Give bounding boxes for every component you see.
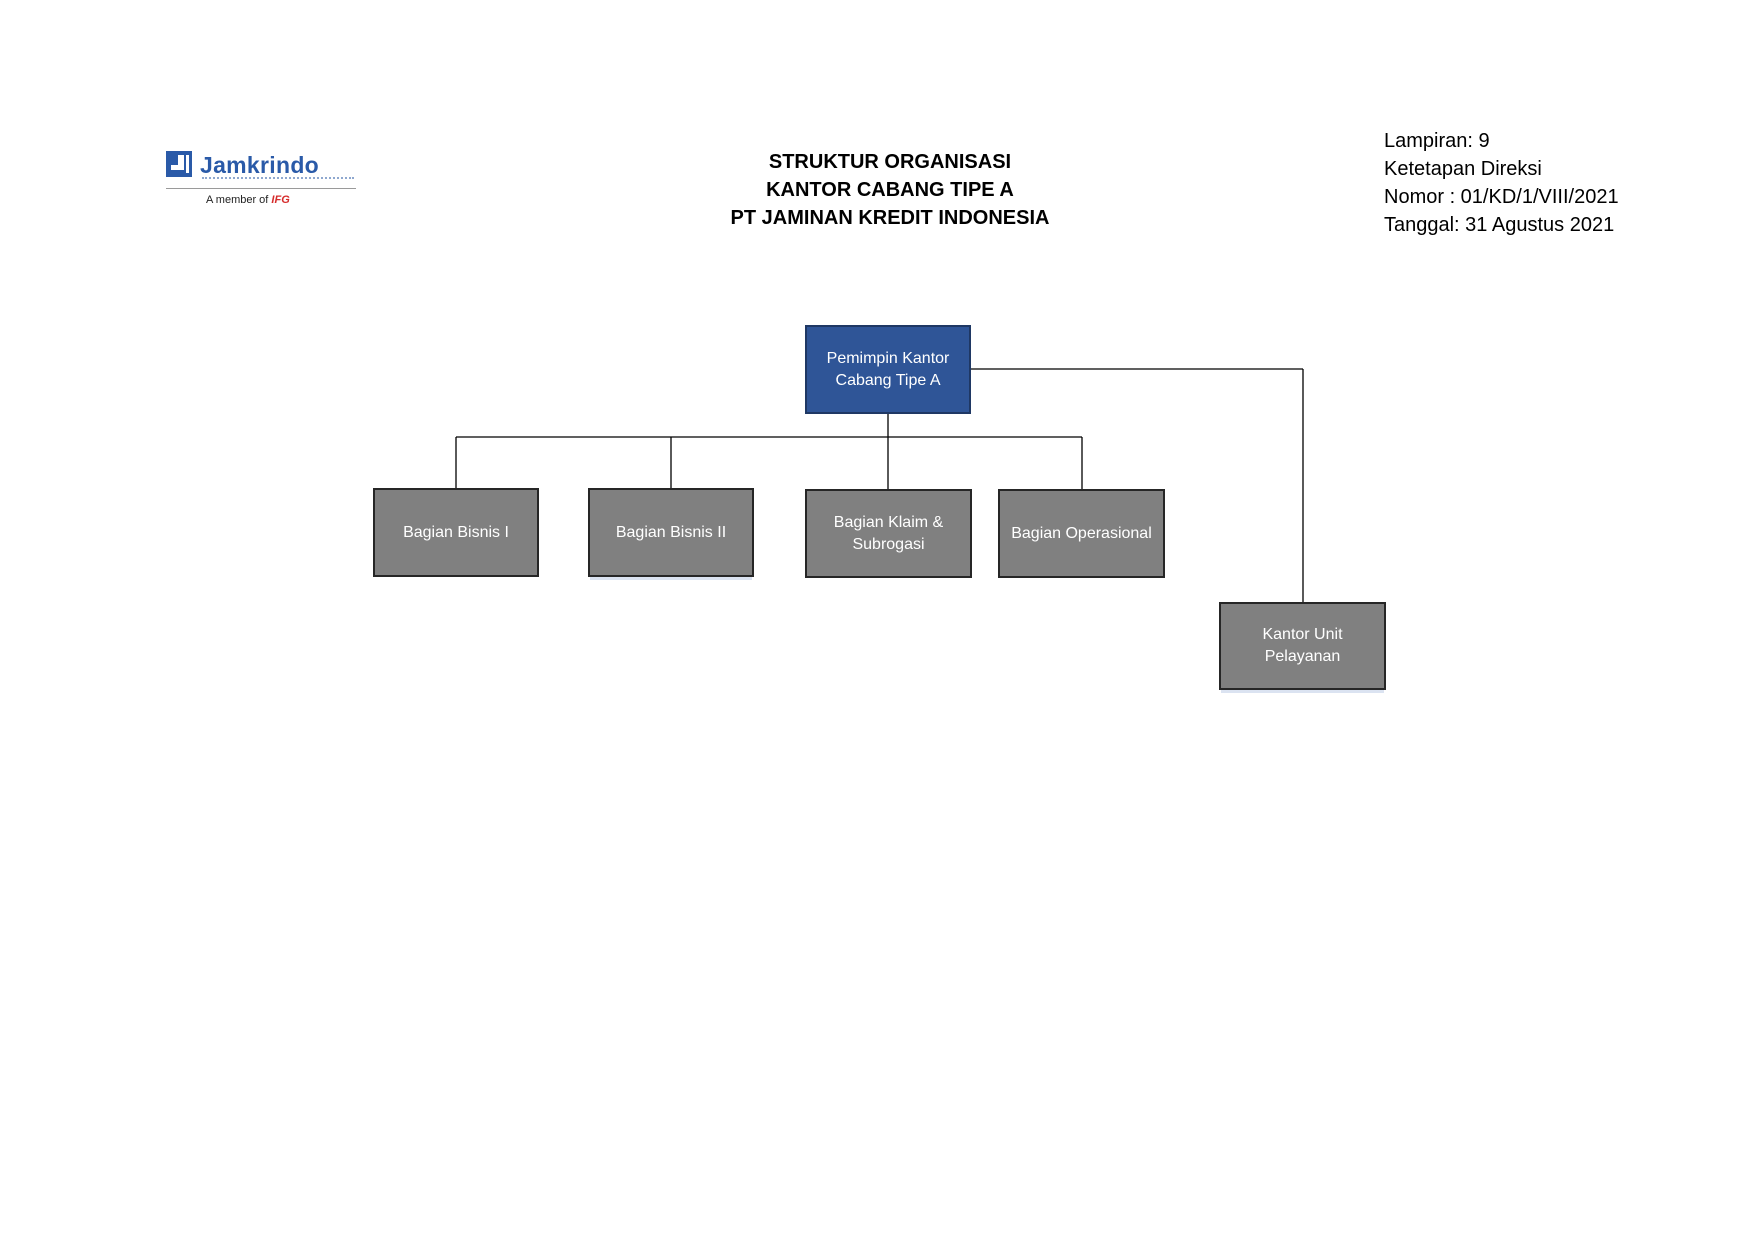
org-node-bagian-klaim-subrogasi: Bagian Klaim & Subrogasi bbox=[805, 489, 972, 578]
org-node-bagian-bisnis-1: Bagian Bisnis I bbox=[373, 488, 539, 577]
document-meta: Lampiran: 9 Ketetapan Direksi Nomor : 01… bbox=[1384, 127, 1619, 239]
meta-tanggal: Tanggal: 31 Agustus 2021 bbox=[1384, 214, 1615, 236]
jamkrindo-mark-icon bbox=[166, 151, 192, 177]
ifg-logo-text: IFG bbox=[271, 194, 290, 206]
org-node-label: Bagian Operasional bbox=[1011, 524, 1152, 542]
org-node-bagian-bisnis-2: Bagian Bisnis II bbox=[588, 488, 754, 580]
org-node-label: Bagian Bisnis II bbox=[615, 523, 727, 541]
document-title: STRUKTUR ORGANISASI KANTOR CABANG TIPE A… bbox=[690, 148, 1090, 232]
title-line-2: KANTOR CABANG TIPE A bbox=[766, 179, 1014, 201]
org-node-bagian-operasional: Bagian Operasional bbox=[998, 489, 1165, 578]
org-node-label: Pemimpin Kantor Cabang Tipe A bbox=[826, 349, 950, 389]
org-node-kantor-unit-pelayanan: Kantor Unit Pelayanan bbox=[1219, 602, 1386, 693]
org-node-pemimpin-kantor: Pemimpin Kantor Cabang Tipe A bbox=[805, 325, 971, 414]
title-line-1: STRUKTUR ORGANISASI bbox=[768, 151, 1012, 173]
logo-member-text: A member of IFG bbox=[206, 194, 290, 206]
logo-divider bbox=[166, 188, 356, 189]
meta-lampiran: Lampiran: 9 bbox=[1384, 130, 1490, 152]
logo-brand-name: Jamkrindo bbox=[200, 151, 320, 178]
title-line-3: PT JAMINAN KREDIT INDONESIA bbox=[730, 207, 1050, 229]
org-node-label: Kantor Unit Pelayanan bbox=[1262, 626, 1343, 665]
meta-nomor: Nomor : 01/KD/1/VIII/2021 bbox=[1384, 186, 1619, 208]
org-node-label: Bagian Klaim & Subrogasi bbox=[833, 513, 944, 553]
org-node-label: Bagian Bisnis I bbox=[403, 523, 509, 541]
logo-tagline bbox=[202, 177, 354, 182]
jamkrindo-logo: Jamkrindo A member of IFG bbox=[166, 150, 358, 212]
meta-ketetapan: Ketetapan Direksi bbox=[1384, 158, 1542, 180]
